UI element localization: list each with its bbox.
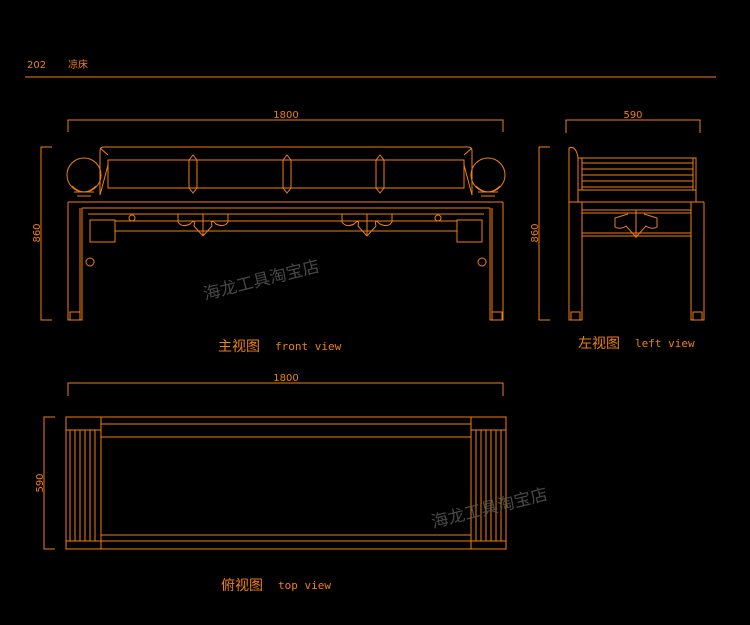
left-width-label: 590 bbox=[623, 110, 642, 121]
top-outline bbox=[65, 416, 507, 550]
top-width-label: 1800 bbox=[273, 373, 298, 384]
back-slats bbox=[578, 158, 696, 191]
left-width-dimension bbox=[565, 119, 701, 133]
watermark: 海龙工具淘宝店 bbox=[429, 485, 549, 533]
top-depth-dimension bbox=[43, 416, 55, 550]
side-apron-scroll bbox=[614, 210, 658, 238]
left-height-label: 860 bbox=[530, 223, 541, 242]
front-width-label: 1800 bbox=[273, 110, 298, 121]
front-view-label-cn: 主视图 bbox=[218, 339, 260, 355]
top-view-label-en: top view bbox=[278, 579, 331, 592]
end-panels bbox=[69, 417, 502, 549]
panel-dividers bbox=[188, 154, 385, 194]
top-width-dimension bbox=[67, 382, 504, 396]
top-view-label-cn: 俯视图 bbox=[221, 578, 263, 594]
apron-scrollwork bbox=[177, 214, 393, 237]
front-view: 1800 860 主视图 front view bbox=[32, 110, 506, 355]
front-view-label-en: front view bbox=[275, 340, 342, 353]
backrest-panel bbox=[107, 159, 465, 189]
left-finial bbox=[66, 157, 102, 193]
right-finial bbox=[470, 157, 506, 193]
top-view: 1800 590 俯视图 top view bbox=[35, 373, 507, 594]
top-depth-label: 590 bbox=[35, 473, 46, 492]
front-height-dimension bbox=[40, 146, 52, 321]
seat-and-legs bbox=[67, 201, 504, 321]
left-view-label-en: left view bbox=[635, 337, 695, 350]
left-view-label-cn: 左视图 bbox=[578, 336, 620, 352]
drawing-title: 凉床 bbox=[68, 58, 88, 71]
watermark: 海龙工具淘宝店 bbox=[201, 257, 321, 305]
front-height-label: 860 bbox=[32, 223, 43, 242]
left-view: 590 860 左视图 left view bbox=[530, 110, 705, 352]
front-width-dimension bbox=[67, 119, 504, 132]
left-height-dimension bbox=[538, 146, 550, 321]
drawing-number: 202 bbox=[27, 60, 46, 71]
